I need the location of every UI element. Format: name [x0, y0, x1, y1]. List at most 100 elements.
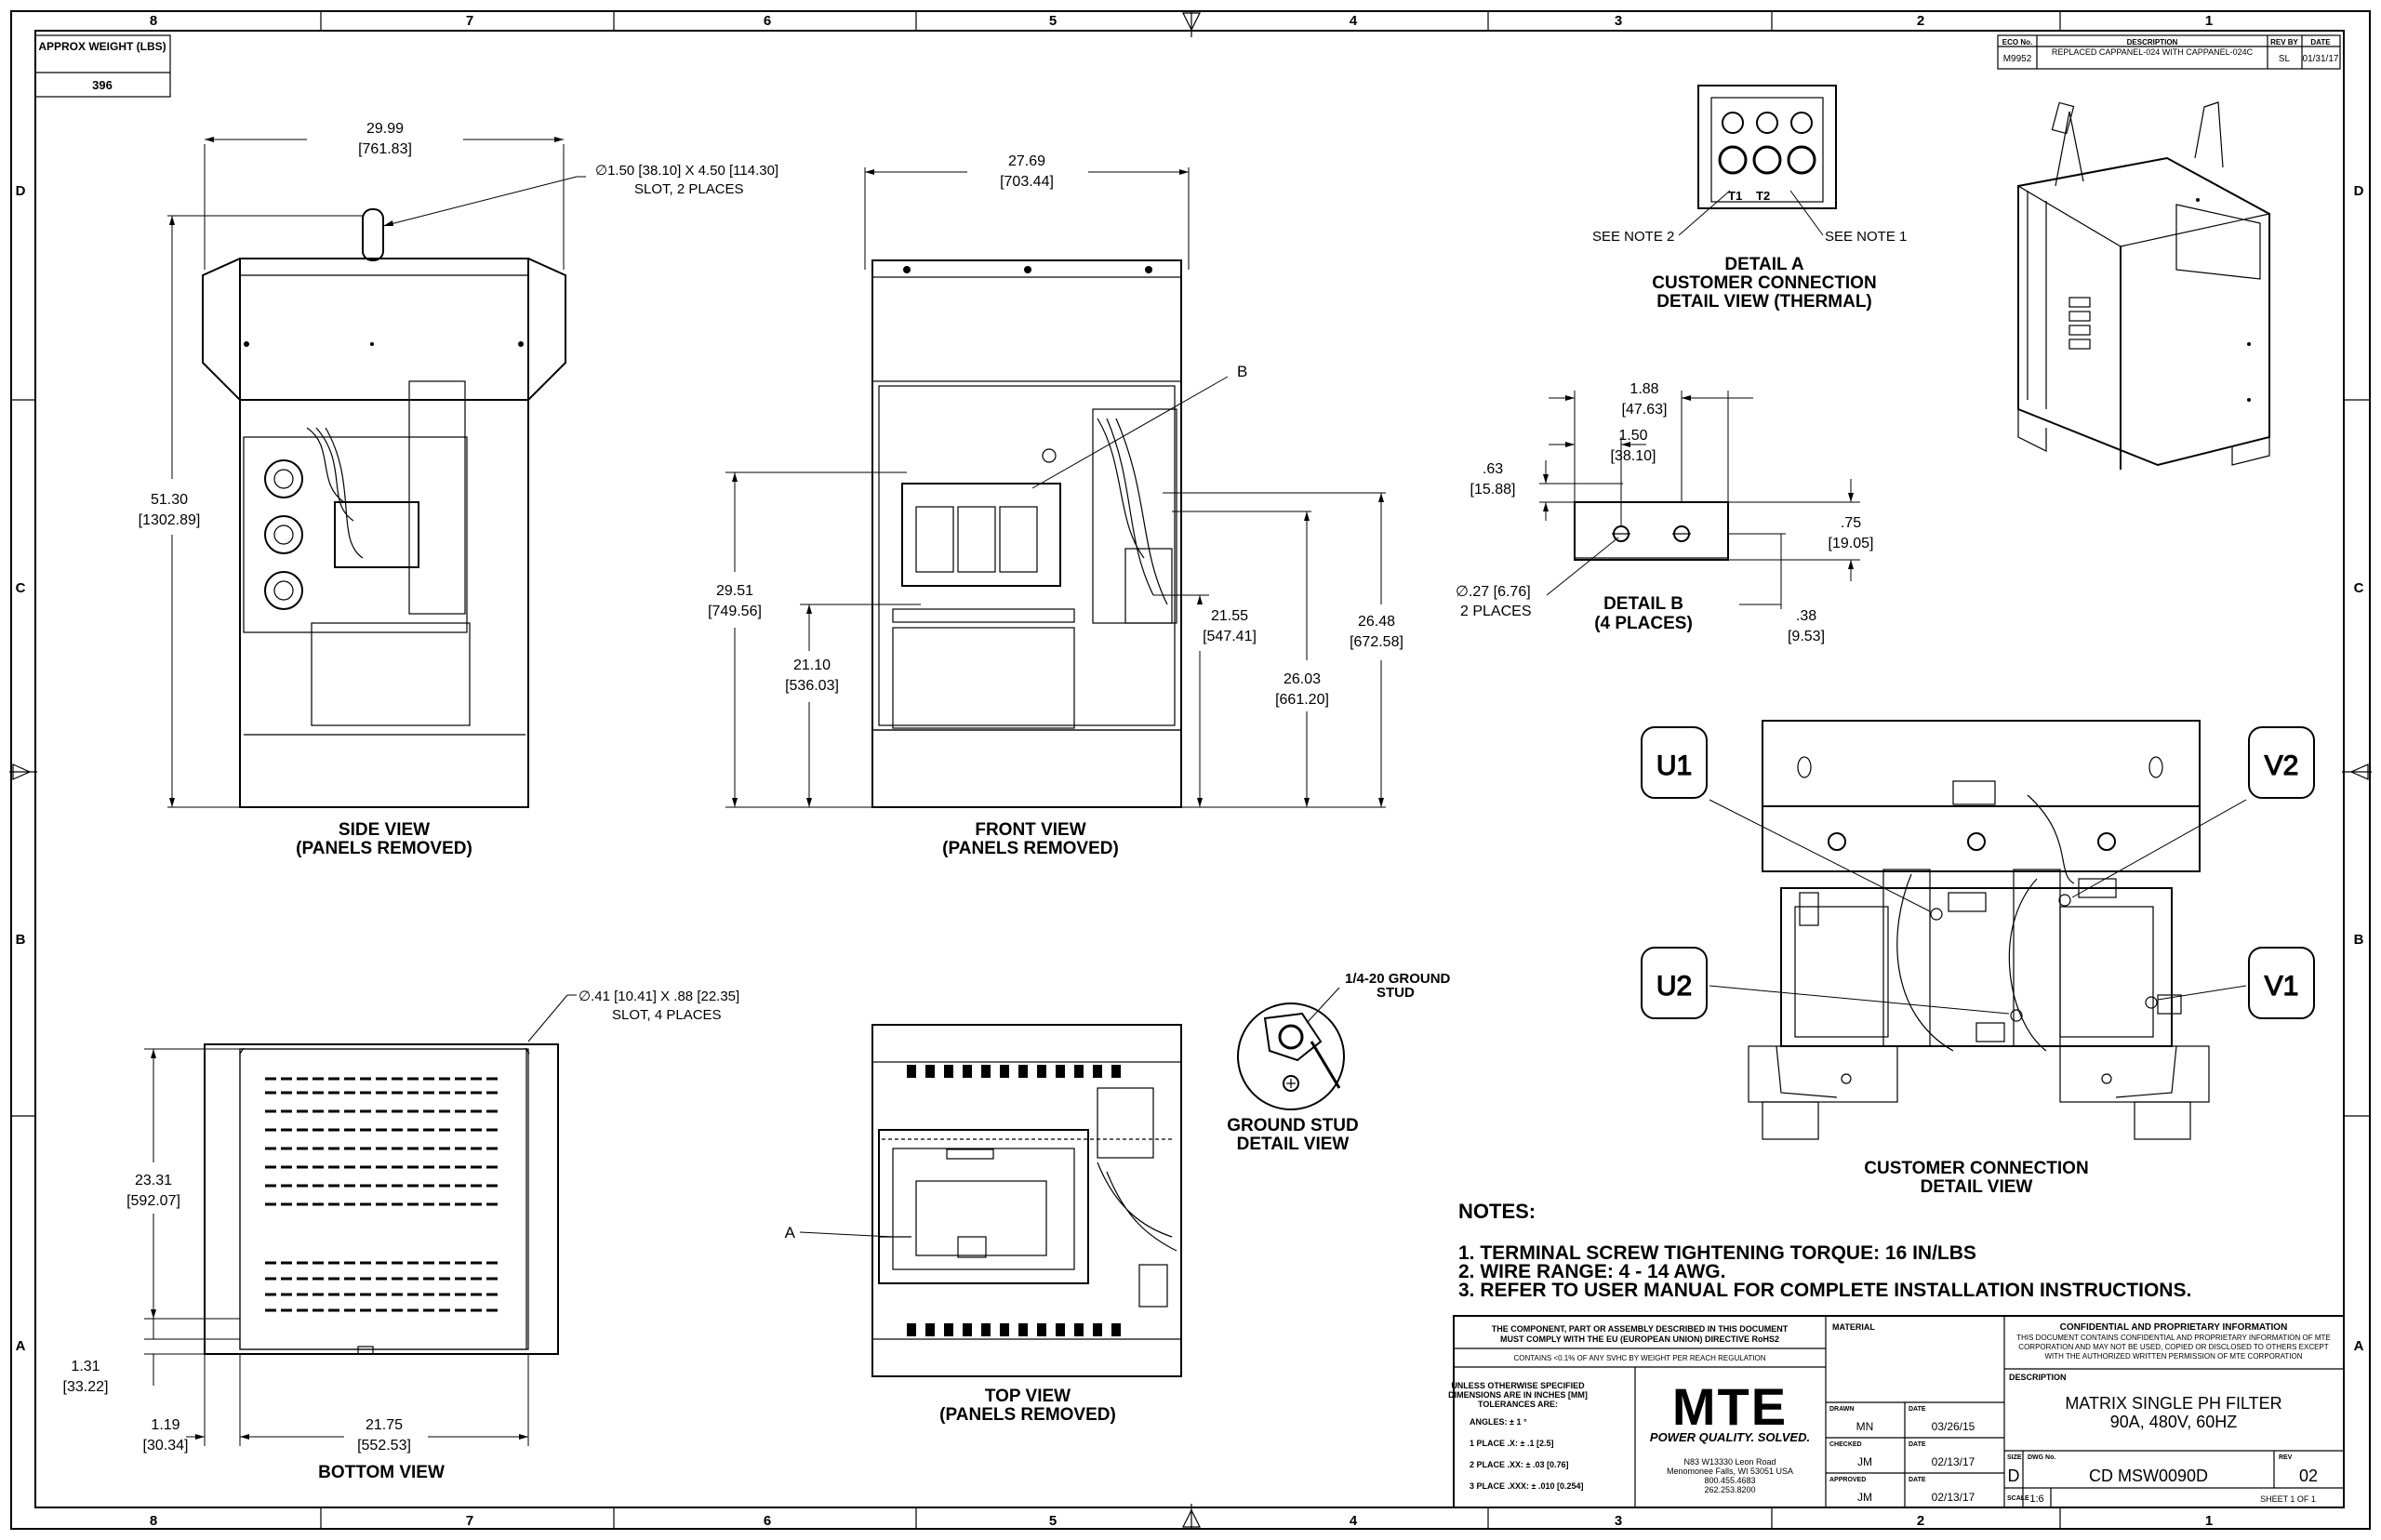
drawn-label: DRAWN — [1829, 1406, 1854, 1413]
reach-note: CONTAINS <0.1% OF ANY SVHC BY WEIGHT PER… — [1513, 1354, 1765, 1362]
scale: 1:6 — [2029, 1494, 2043, 1505]
note-1: 1. TERMINAL SCREW TIGHTENING TORQUE: 16 … — [1458, 1242, 1976, 1264]
front-h2-in: 21.10 — [793, 657, 831, 673]
detail-b-title-1: DETAIL B — [1603, 594, 1683, 614]
detail-b-d5-in: .38 — [1796, 608, 1816, 624]
confidential-line-3: WITH THE AUTHORIZED WRITTEN PERMISSION O… — [2044, 1352, 2302, 1361]
zone-col-3-bottom: 3 — [1615, 1513, 1622, 1529]
zone-row-c-right: C — [2354, 580, 2364, 596]
detail-b-d3-mm: [15.88] — [1470, 482, 1516, 498]
rohs-line-1: THE COMPONENT, PART OR ASSEMBLY DESCRIBE… — [1492, 1324, 1789, 1334]
bottom-slot-note-1: ∅.41 [10.41] X .88 [22.35] — [579, 989, 739, 1004]
weight-value: 396 — [92, 78, 113, 92]
detail-b-hole-1: ∅.27 [6.76] — [1456, 584, 1531, 600]
side-width-in: 29.99 — [366, 121, 404, 137]
isometric-view — [2016, 101, 2271, 470]
front-h4-mm: [661.20] — [1275, 692, 1329, 708]
top-view-drawing: A — [785, 1024, 1182, 1377]
drawn-date-label: DATE — [1909, 1406, 1926, 1413]
material-label: MATERIAL — [1832, 1322, 1875, 1332]
zone-row-d: D — [16, 183, 26, 199]
detail-a-title-1: DETAIL A — [1724, 255, 1803, 274]
side-view-drawing — [202, 208, 566, 808]
phase-label-u2: U2 — [1656, 971, 1692, 1002]
zone-col-7-bottom: 7 — [466, 1513, 473, 1529]
checked-date-label: DATE — [1909, 1441, 1926, 1448]
zone-col-6: 6 — [764, 13, 771, 29]
approved-by: JM — [1857, 1491, 1872, 1504]
zone-row-a-right: A — [2354, 1338, 2364, 1354]
drawn-by: MN — [1856, 1420, 1874, 1433]
bottom-edge-in: 1.31 — [71, 1359, 100, 1374]
dwg-no-label: DWG No. — [2028, 1454, 2055, 1461]
address-2: Menomonee Falls, WI 53051 USA — [1667, 1467, 1793, 1476]
inner-border — [34, 30, 2345, 1508]
side-width-mm: [761.83] — [358, 141, 412, 157]
drawn-date: 03/26/15 — [1932, 1420, 1975, 1433]
tolerance-2place: 2 PLACE .XX: ± .03 [0.76] — [1470, 1460, 1568, 1469]
detail-b-d2-in: 1.50 — [1618, 428, 1647, 444]
front-h2-mm: [536.03] — [785, 678, 839, 694]
drawing-number: CD MSW0090D — [2089, 1467, 2208, 1485]
bottom-left-mm: [30.34] — [143, 1438, 189, 1454]
description-line-2: 90A, 480V, 60HZ — [2110, 1413, 2237, 1431]
side-slot-note-1: ∅1.50 [38.10] X 4.50 [114.30] — [595, 163, 778, 179]
bottom-span-in: 21.75 — [366, 1417, 403, 1433]
zone-row-c: C — [16, 580, 26, 596]
tolerance-line-1: UNLESS OTHERWISE SPECIFIED — [1451, 1381, 1585, 1390]
top-view-title: TOP VIEW — [985, 1387, 1071, 1406]
phase-label-v2: V2 — [2265, 750, 2299, 781]
front-view-drawing: B — [871, 259, 1247, 808]
approved-date: 02/13/17 — [1932, 1491, 1975, 1504]
weight-label: APPROX WEIGHT (LBS) — [38, 40, 166, 53]
front-h4-in: 26.03 — [1284, 671, 1321, 687]
front-h1-mm: [749.56] — [708, 604, 762, 619]
front-h1-in: 29.51 — [716, 583, 753, 599]
zone-ticks — [9, 11, 2372, 1529]
side-view-dims: 29.99 [761.83] 51.30 [1302.89] ∅1.50 [38… — [139, 121, 778, 808]
side-slot-note-2: SLOT, 2 PLACES — [634, 181, 744, 197]
rohs-line-2: MUST COMPLY WITH THE EU (EUROPEAN UNION)… — [1500, 1334, 1779, 1344]
notes-heading: NOTES: — [1458, 1200, 1536, 1223]
detail-b-d1-in: 1.88 — [1629, 381, 1658, 397]
zone-col-4-bottom: 4 — [1350, 1513, 1358, 1529]
note-2: 2. WIRE RANGE: 4 - 14 AWG. — [1458, 1261, 1725, 1282]
front-h3-mm: [547.41] — [1203, 629, 1257, 644]
front-callout-b: B — [1237, 363, 1247, 380]
eco-header-revby: REV BY — [2270, 38, 2298, 46]
address-4: 262.253.8200 — [1704, 1485, 1755, 1494]
eco-rev-by: SL — [2279, 54, 2291, 64]
detail-b-dims: 1.88 [47.63] 1.50 [38.10] .63 [15.88] .7… — [1470, 381, 1874, 644]
eco-description: REPLACED CAPPANEL-024 WITH CAPPANEL-024C — [2051, 47, 2254, 57]
zone-col-4: 4 — [1350, 13, 1358, 29]
bottom-left-in: 1.19 — [151, 1417, 180, 1433]
ground-stud-drawing — [1237, 987, 1345, 1110]
phase-labels: U1 V2 U2 V1 — [1641, 726, 2315, 1019]
front-view-dims: 27.69 [703.44] 29.51 [749.56] 21.10 [536… — [708, 153, 1403, 808]
eco-number: M9952 — [2003, 54, 2032, 64]
zone-row-a: A — [16, 1338, 26, 1354]
size-label: SIZE — [2007, 1454, 2022, 1461]
front-view-subtitle: (PANELS REMOVED) — [942, 839, 1119, 858]
eco-date: 01/31/17 — [2303, 54, 2339, 64]
ground-stud-title-2: DETAIL VIEW — [1237, 1135, 1350, 1154]
front-h5-mm: [672.58] — [1350, 634, 1403, 650]
sheet-number: SHEET 1 OF 1 — [2260, 1494, 2316, 1504]
side-view-subtitle: (PANELS REMOVED) — [296, 839, 472, 858]
zone-row-b-right: B — [2354, 932, 2364, 948]
tolerance-1place: 1 PLACE .X: ± .1 [2.5] — [1470, 1439, 1553, 1448]
title-block: THE COMPONENT, PART OR ASSEMBLY DESCRIBE… — [1448, 1315, 2345, 1508]
zone-col-1-bottom: 1 — [2205, 1513, 2213, 1529]
mte-logo: MTE — [1672, 1377, 1788, 1436]
detail-a-drawing: T1 T2 — [1678, 85, 1837, 236]
customer-connection-title-2: DETAIL VIEW — [1921, 1177, 2033, 1197]
checked-date: 02/13/17 — [1932, 1455, 1975, 1468]
tolerance-angles: ANGLES: ± 1 ° — [1470, 1417, 1527, 1427]
detail-a-note-right: SEE NOTE 1 — [1825, 229, 1907, 245]
terminal-t2: T2 — [1756, 189, 1770, 203]
top-callout-a: A — [785, 1224, 796, 1241]
eco-header-date: DATE — [2310, 38, 2331, 46]
revision-block: ECO No. DESCRIPTION REV BY DATE M9952 RE… — [1997, 34, 2341, 70]
address-1: N83 W13330 Leon Road — [1683, 1457, 1776, 1467]
confidential-title: CONFIDENTIAL AND PROPRIETARY INFORMATION — [2060, 1322, 2288, 1333]
